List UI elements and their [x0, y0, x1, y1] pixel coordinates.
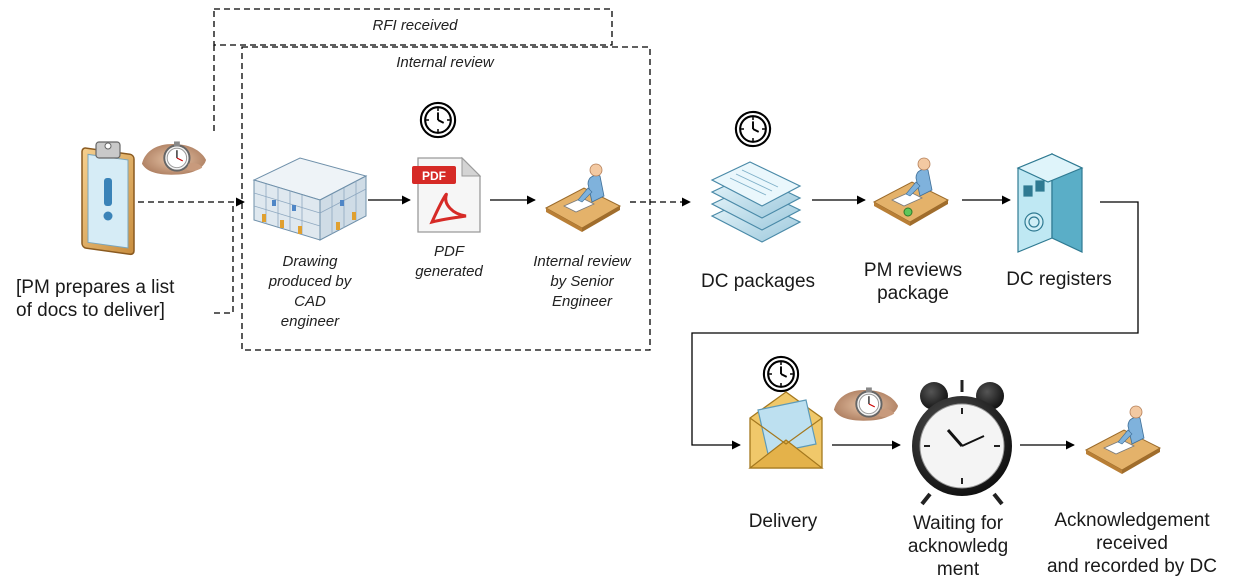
- stopwatch-hand-icon-waiting: [832, 386, 900, 422]
- delivery-label: Delivery: [748, 511, 818, 532]
- dc-packages-label: DC packages: [700, 271, 816, 292]
- waiting-label: Waiting for acknowledg ment: [907, 513, 1009, 580]
- pm-list-label: [PM prepares a list of docs to deliver]: [16, 277, 175, 321]
- rfi-received-frame: [213, 8, 613, 46]
- connector-pm-bottom: [214, 202, 234, 314]
- clipboard-alert-icon: [81, 141, 135, 256]
- cad-drawing-icon: [252, 157, 368, 241]
- drawing-label: Drawing produced by CAD engineer: [268, 253, 352, 330]
- pm-desk-icon: [873, 157, 949, 226]
- internal-review-label: Internal review: [396, 54, 494, 71]
- pdf-generated-label: PDF generated: [415, 243, 483, 280]
- stopwatch-hand-icon: [140, 140, 208, 176]
- pdf-badge-text: PDF: [422, 169, 446, 183]
- dc-building-icon: [1016, 153, 1084, 253]
- approval-stamp-icon: [903, 207, 913, 217]
- pdf-file-icon: PDF: [412, 156, 482, 233]
- dc-registers-label: DC registers: [1006, 269, 1112, 290]
- pm-reviews-label: PM reviews package: [863, 260, 963, 304]
- clock-icon-dc-packages: [734, 110, 772, 148]
- document-stack-icon: [710, 161, 802, 243]
- rfi-received-label: RFI received: [372, 17, 458, 34]
- clock-icon-delivery: [762, 355, 800, 393]
- alarm-clock-icon: [912, 380, 1012, 506]
- clock-icon-pdf: [419, 101, 457, 139]
- envelope-delivery-icon: [748, 391, 824, 469]
- acknowledgement-label: Acknowledgement received and recorded by…: [1046, 510, 1218, 577]
- connector-dc-registers-to-delivery: [691, 201, 1139, 450]
- dc-desk-icon: [1085, 405, 1161, 474]
- internal-review-step-label: Internal review by Senior Engineer: [533, 253, 631, 310]
